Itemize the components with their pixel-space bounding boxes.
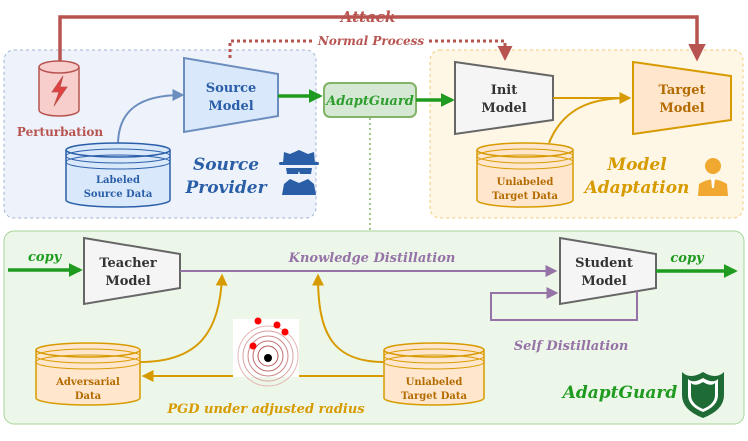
teacher-model-shape: [83, 236, 181, 306]
self-distillation-label: Self Distillation: [514, 339, 629, 354]
model-adaptation-title-line2: Adaptation: [583, 178, 690, 198]
unlabeled-target-data-cylinder-bottom: [383, 342, 485, 406]
model-adaptation-title-line1: Model: [606, 155, 667, 175]
init-model-shape: [454, 60, 554, 136]
init-model-line1: Init: [491, 83, 517, 98]
adversarial-to-teacher-arrow: [139, 273, 228, 363]
source-model-line2: Model: [208, 99, 253, 114]
spy-icon: [279, 150, 319, 195]
labeled-source-data-cylinder: [65, 142, 171, 208]
pgd-radius-visual: [233, 317, 299, 387]
normal-process-arrow: [228, 39, 513, 61]
target-data-arrow: [548, 97, 630, 144]
attack-label: Attack: [339, 8, 395, 26]
normal-process-label: Normal Process: [317, 34, 425, 48]
source-model-line1: Source: [206, 81, 257, 96]
labeled-source-data-line1: Labeled: [96, 175, 140, 186]
labeled-source-data-line2: Source Data: [84, 189, 153, 200]
unlabeled-target-data-cylinder-top: [476, 142, 574, 208]
shield-icon: [682, 372, 724, 418]
adaptguard-button-label: AdaptGuard: [324, 94, 414, 109]
unlabeled-target-data-top-line1: Unlabeled: [497, 177, 554, 188]
target-model-shape: [632, 60, 732, 136]
student-model-line1: Student: [575, 256, 633, 271]
student-model-shape: [559, 236, 657, 306]
unlabeled-target-data-top-line2: Target Data: [492, 191, 558, 202]
adversarial-data-line2: Data: [75, 391, 102, 402]
copy-out-label: copy: [670, 251, 705, 266]
target-model-line2: Model: [659, 101, 704, 116]
attack-arrow: [58, 15, 706, 62]
unlabeled-to-teacher-arrow: [312, 273, 385, 363]
normal-process-label-bg: [314, 33, 428, 48]
adversarial-data-cylinder: [35, 342, 141, 406]
source-provider-title-line1: Source: [193, 155, 259, 175]
teacher-model-line2: Model: [105, 274, 150, 289]
teacher-model-line1: Teacher: [99, 256, 157, 271]
self-distillation-loop: [490, 287, 638, 321]
perturbation-label: Perturbation: [17, 125, 104, 139]
source-model-shape: [183, 56, 279, 134]
adaptguard-panel-title: AdaptGuard: [561, 383, 678, 403]
source-provider-title-line2: Provider: [184, 178, 267, 198]
unlabeled-target-data-bottom-line2: Target Data: [401, 391, 467, 402]
user-icon: [698, 158, 728, 196]
student-model-line2: Model: [581, 274, 626, 289]
perturbation-cylinder: [38, 60, 80, 117]
knowledge-distillation-label: Knowledge Distillation: [288, 251, 456, 266]
source-data-arrow: [117, 89, 185, 146]
init-model-line2: Model: [481, 101, 526, 116]
target-model-line1: Target: [658, 83, 705, 98]
unlabeled-target-data-bottom-line1: Unlabeled: [406, 377, 463, 388]
pgd-label: PGD under adjusted radius: [166, 402, 365, 417]
adversarial-data-line1: Adversarial: [55, 377, 120, 388]
lightning-icon: [51, 75, 68, 107]
copy-in-label: copy: [28, 250, 63, 265]
